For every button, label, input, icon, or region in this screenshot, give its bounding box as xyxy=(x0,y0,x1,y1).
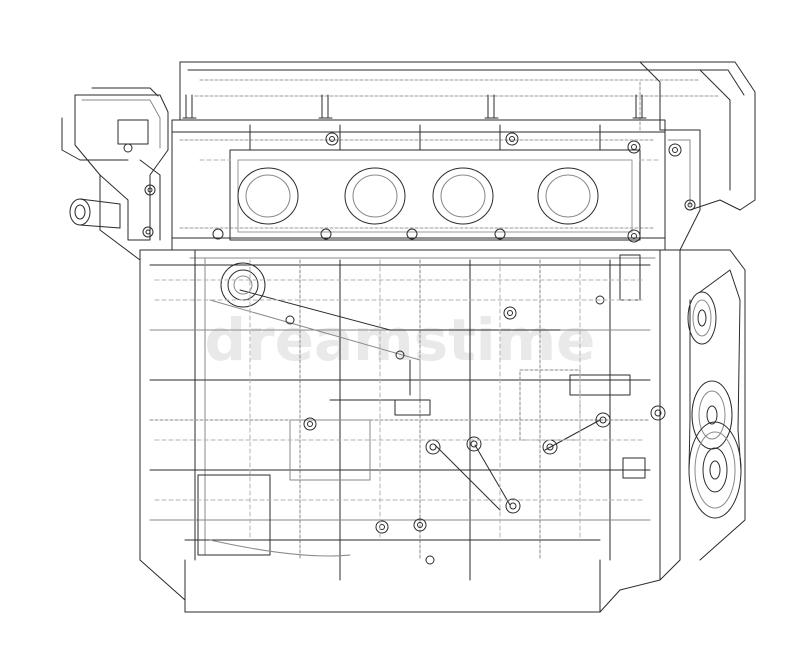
cover-bolts xyxy=(182,94,647,119)
cylinder-head xyxy=(171,119,666,251)
left-bracket xyxy=(61,87,169,261)
coolant-pipe xyxy=(69,198,121,229)
valve-cover xyxy=(179,61,756,211)
head-bolt-circles xyxy=(212,132,641,243)
watermark-text: dreamstime xyxy=(205,306,596,374)
engine-block xyxy=(139,249,661,613)
hidden-lines xyxy=(154,159,661,541)
block-bolt-circles xyxy=(285,295,666,565)
intake-ports xyxy=(237,167,599,225)
timing-cover xyxy=(569,129,746,581)
pulleys xyxy=(687,269,742,519)
